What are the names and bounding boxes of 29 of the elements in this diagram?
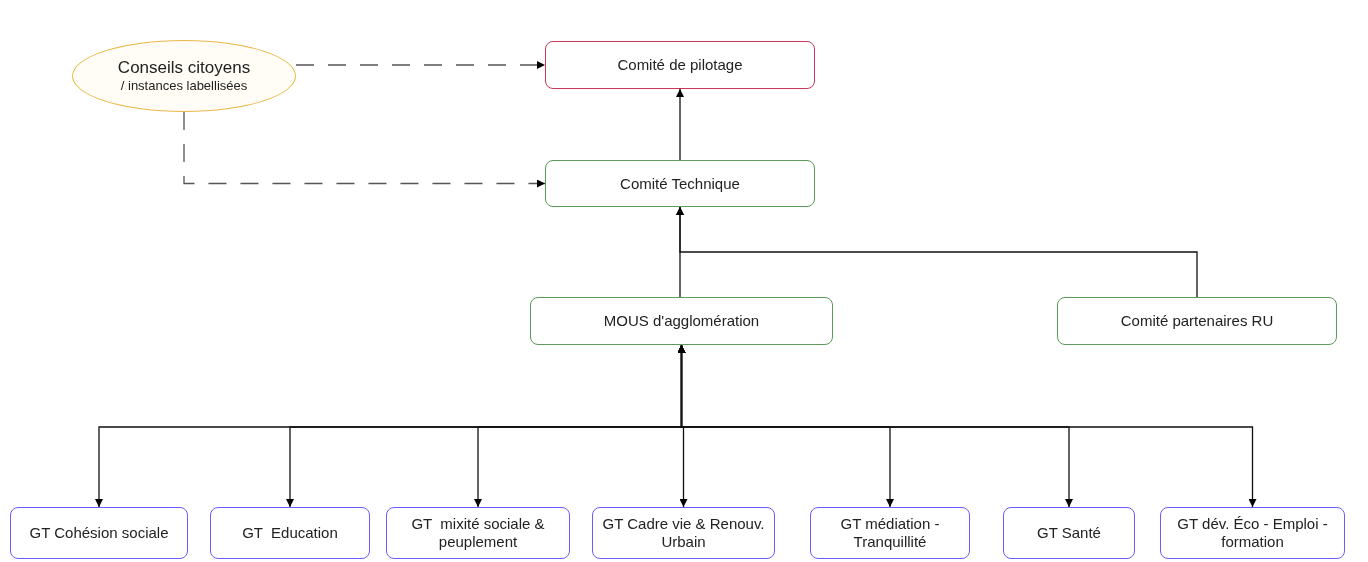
committee-box bbox=[545, 160, 815, 207]
arrow bbox=[677, 344, 1257, 508]
dashed-arrow bbox=[183, 111, 546, 188]
node-label: Comité partenaires RU bbox=[1120, 312, 1274, 330]
node-label: GT Santé bbox=[1037, 524, 1101, 542]
node-label: GT dév. Éco - Emploi - formation bbox=[1176, 515, 1329, 551]
working-group-box bbox=[386, 507, 570, 559]
working-group-box bbox=[210, 507, 370, 559]
working-group-box bbox=[592, 507, 775, 559]
node-label: GT Cohésion sociale bbox=[29, 524, 169, 542]
node-label: GT Education bbox=[242, 524, 338, 542]
working-group-box bbox=[1003, 507, 1135, 559]
node-subtitle: / instances labellisées bbox=[120, 78, 248, 94]
node-label: GT mixité sociale & peuplement bbox=[410, 515, 546, 551]
node-label: GT Cadre vie & Renouv. Urbain bbox=[601, 515, 766, 551]
committee-box bbox=[1057, 297, 1337, 345]
node-label: GT médiation - Tranquillité bbox=[839, 515, 941, 551]
node-label: Comité de pilotage bbox=[617, 56, 743, 74]
working-group-box bbox=[1160, 507, 1345, 559]
working-group-box bbox=[10, 507, 188, 559]
node-label: MOUS d'agglomération bbox=[603, 312, 760, 330]
node-label: Comité Technique bbox=[620, 174, 740, 193]
arrow bbox=[676, 88, 684, 161]
committee-box bbox=[545, 41, 815, 89]
arrow bbox=[676, 206, 1198, 298]
committee-box bbox=[530, 297, 833, 345]
dashed-arrow bbox=[295, 61, 546, 69]
node-label: Conseils citoyens bbox=[117, 58, 251, 79]
working-group-box bbox=[810, 507, 970, 559]
